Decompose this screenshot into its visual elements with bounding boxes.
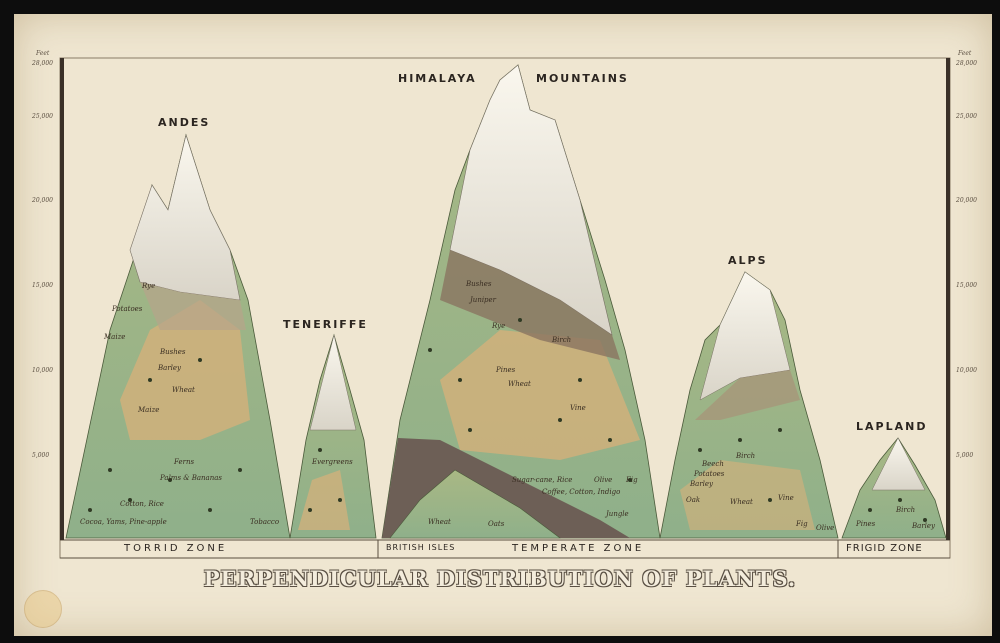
plant-label: Birch bbox=[896, 506, 915, 514]
scale-tick-left: 15,000 bbox=[32, 282, 53, 289]
plant-label: Juniper bbox=[470, 296, 496, 304]
plant-label: Evergreens bbox=[312, 458, 353, 466]
label-teneriffe: TENERIFFE bbox=[283, 318, 368, 331]
plate-title: PERPENDICULAR DISTRIBUTION OF PLANTS. bbox=[0, 566, 1000, 591]
plant-label: Pines bbox=[856, 520, 875, 528]
label-mountains: MOUNTAINS bbox=[536, 72, 629, 85]
zone-torrid: TORRID ZONE bbox=[124, 543, 227, 554]
plant-label: Coffee, Cotton, Indigo bbox=[542, 488, 620, 496]
scale-tick-right: 28,000 bbox=[956, 60, 977, 67]
watermark-seal bbox=[24, 590, 62, 628]
plant-label: Potatoes bbox=[112, 305, 142, 313]
scale-tick-right: 25,000 bbox=[956, 113, 977, 120]
plant-label: Pines bbox=[496, 366, 515, 374]
plant-label: Olive bbox=[594, 476, 612, 484]
teneriffe-mountain bbox=[290, 335, 376, 538]
plant-label: Wheat bbox=[428, 518, 451, 526]
plant-label: Sugar-cane, Rice bbox=[512, 476, 572, 484]
plant-label: Wheat bbox=[730, 498, 753, 506]
plant-label: Maize bbox=[138, 406, 159, 414]
plant-label: Jungle bbox=[606, 510, 629, 518]
scale-tick-right: 15,000 bbox=[956, 282, 977, 289]
plant-label: Rye bbox=[492, 322, 505, 330]
plant-label: Bushes bbox=[466, 280, 492, 288]
scale-tick-left: 25,000 bbox=[32, 113, 53, 120]
plant-label: Barley bbox=[912, 522, 935, 530]
right-scale-bar bbox=[946, 58, 950, 540]
himalaya-mountain bbox=[382, 65, 660, 538]
label-lapland: LAPLAND bbox=[856, 420, 927, 433]
scale-feet-label-right: Feet bbox=[958, 50, 971, 57]
scale-tick-right: 10,000 bbox=[956, 367, 977, 374]
plant-label: Vine bbox=[570, 404, 586, 412]
scale-tick-left: 5,000 bbox=[32, 452, 49, 459]
plant-label: Fig bbox=[796, 520, 808, 528]
plant-label: Potatoes bbox=[694, 470, 724, 478]
plant-label: Olive bbox=[816, 524, 834, 532]
zone-temperate: TEMPERATE ZONE bbox=[512, 543, 644, 554]
label-andes: ANDES bbox=[158, 116, 210, 129]
plant-label: Bushes bbox=[160, 348, 186, 356]
left-scale-bar bbox=[60, 58, 64, 540]
plant-label: Wheat bbox=[508, 380, 531, 388]
plant-label: Beech bbox=[702, 460, 724, 468]
scale-feet-label-left: Feet bbox=[36, 50, 49, 57]
scale-tick-left: 10,000 bbox=[32, 367, 53, 374]
label-himalaya: HIMALAYA bbox=[398, 72, 477, 85]
zone-frigid: FRIGID ZONE bbox=[846, 543, 923, 554]
plant-label: Maize bbox=[104, 333, 125, 341]
plant-label: Ferns bbox=[174, 458, 194, 466]
zone-british-isles: BRITISH ISLES bbox=[386, 543, 455, 552]
plant-label: Birch bbox=[736, 452, 755, 460]
plant-label: Cotton, Rice bbox=[120, 500, 164, 508]
scale-tick-right: 20,000 bbox=[956, 197, 977, 204]
scale-tick-left: 28,000 bbox=[32, 60, 53, 67]
plant-label: Oak bbox=[686, 496, 700, 504]
plant-label: Tobacco bbox=[250, 518, 279, 526]
plant-label: Palms & Bananas bbox=[160, 474, 222, 482]
label-alps: ALPS bbox=[728, 254, 768, 267]
plant-label: Oats bbox=[488, 520, 504, 528]
plant-label: Vine bbox=[778, 494, 794, 502]
scale-tick-right: 5,000 bbox=[956, 452, 973, 459]
plant-label: Barley bbox=[690, 480, 713, 488]
plant-label: Wheat bbox=[172, 386, 195, 394]
plant-label: Cocoa, Yams, Pine-apple bbox=[80, 518, 167, 526]
plant-label: Birch bbox=[552, 336, 571, 344]
plant-label: Fig bbox=[626, 476, 638, 484]
plant-label: Rye bbox=[142, 282, 155, 290]
plant-label: Barley bbox=[158, 364, 181, 372]
scale-tick-left: 20,000 bbox=[32, 197, 53, 204]
